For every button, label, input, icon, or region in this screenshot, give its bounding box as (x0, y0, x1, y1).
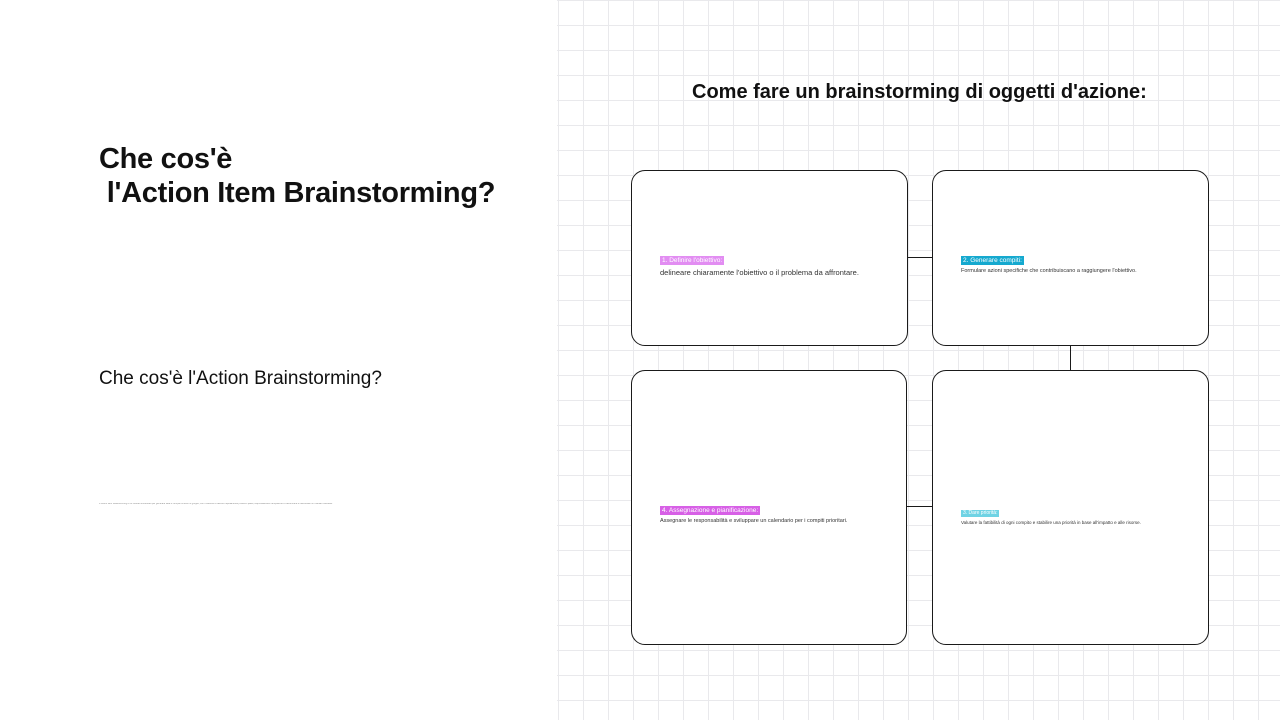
left-panel: Che cos'è l'Action Item Brainstorming? C… (0, 0, 557, 720)
step-tag: 3. Dare priorità: (961, 510, 1000, 517)
step-tag: 2. Generare compiti: (961, 256, 1024, 265)
section-subtitle: Che cos'è l'Action Brainstorming? (99, 368, 382, 389)
board-title: Come fare un brainstorming di oggetti d'… (692, 81, 1147, 103)
step-card-generate-tasks[interactable]: 2. Generare compiti: Formulare azioni sp… (932, 170, 1209, 346)
whiteboard-canvas[interactable]: Come fare un brainstorming di oggetti d'… (557, 0, 1280, 720)
page-title: Che cos'è l'Action Item Brainstorming? (99, 143, 496, 209)
step-card-assign-plan[interactable]: 4. Assegnazione e pianificazione: Assegn… (631, 370, 907, 645)
step-card-prioritize[interactable]: 3. Dare priorità: Valutare la fattibilit… (932, 370, 1209, 645)
step-description: Valutare la fattibilità di ogni compito … (961, 520, 1141, 525)
step-description: delineare chiaramente l'obiettivo o il p… (660, 268, 859, 277)
connector-line (907, 257, 933, 258)
step-tag: 4. Assegnazione e pianificazione: (660, 506, 761, 515)
step-description: Assegnare le responsabilità e sviluppare… (660, 518, 848, 524)
step-tag: 1. Definire l'obiettivo: (660, 256, 725, 265)
body-text: L'Action Item Brainstorming è un metodo … (99, 503, 333, 505)
step-card-define-goal[interactable]: 1. Definire l'obiettivo: delineare chiar… (631, 170, 908, 346)
connector-line (906, 506, 933, 507)
step-description: Formulare azioni specifiche che contribu… (961, 268, 1137, 274)
connector-line (1070, 345, 1071, 370)
